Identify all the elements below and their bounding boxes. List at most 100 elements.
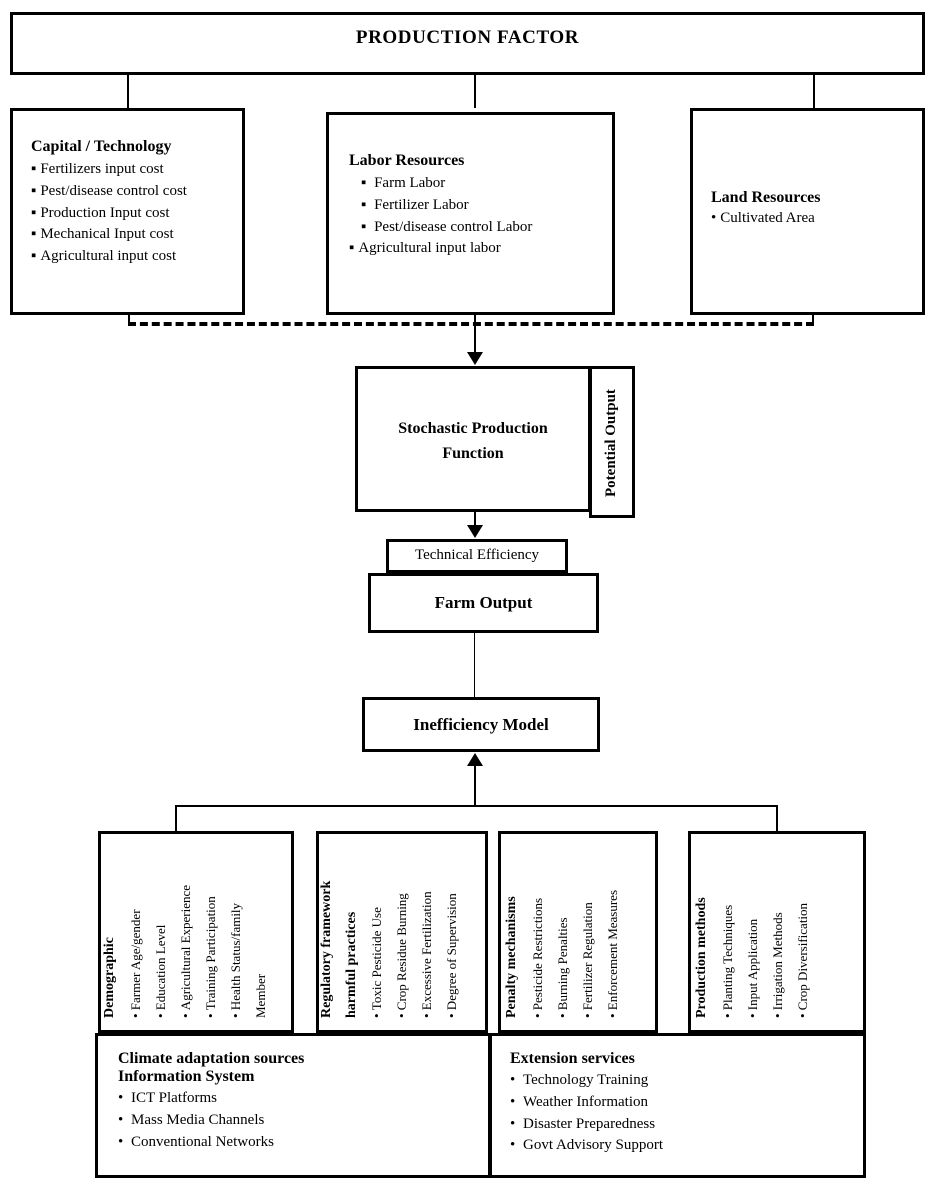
capital-technology-list: ▪Fertilizers input cost ▪Pest/disease co…	[31, 159, 238, 268]
inefficiency-model-box: Inefficiency Model	[362, 697, 600, 752]
potential-output-inner: Potential Output	[592, 369, 632, 515]
climate-adaptation-content: Climate adaptation sources Information S…	[118, 1050, 484, 1153]
arrowhead-to-technical-efficiency	[467, 525, 483, 538]
bullet-icon: •	[369, 1013, 384, 1018]
list-item: • Govt Advisory Support	[510, 1137, 664, 1154]
bullet-icon: •	[580, 1013, 595, 1018]
list-item: ▪Agricultural input labor	[349, 240, 501, 257]
potential-output-label: Potential Output	[603, 389, 619, 497]
penalty-mechanisms-box: Penalty mechanisms • Pesticide Restricti…	[498, 831, 658, 1033]
regulatory-framework-item-3: • Degree of Supervision	[444, 893, 459, 1018]
climate-adaptation-list: • ICT Platforms • Mass Media Channels • …	[118, 1088, 484, 1153]
land-resources-box: Land Resources •Cultivated Area	[690, 108, 925, 315]
connector-title-to-land	[813, 75, 815, 108]
arrowhead-to-inefficiency-model	[467, 753, 483, 766]
connector-bus-to-demographic	[175, 805, 177, 832]
connector-bus-to-production-function	[474, 315, 476, 358]
list-item: ▪Fertilizers input cost	[31, 161, 164, 177]
bullet-icon: •	[203, 1013, 218, 1018]
penalty-mechanisms-header: Penalty mechanisms	[504, 896, 519, 1018]
demographic-item-2: • Agricultural Experience	[178, 884, 193, 1018]
bullet-icon: ▪	[361, 196, 367, 213]
connector-farm-output-to-inefficiency-model	[474, 633, 475, 697]
penalty-mechanisms-item-3: • Enforcement Measures	[605, 889, 620, 1018]
bullet-icon: •	[605, 1013, 620, 1018]
capital-technology-box: Capital / Technology ▪Fertilizers input …	[10, 108, 245, 315]
penalty-mechanisms-item-1: • Burning Penalties	[555, 917, 570, 1018]
bullet-icon: •	[419, 1013, 434, 1018]
production-methods-box: Production methods • Planting Techniques…	[688, 831, 866, 1033]
bullet-icon: ▪	[31, 182, 37, 199]
penalty-mechanisms-item-2: • Fertilizer Regulation	[580, 902, 595, 1018]
demographic-item-3: • Training Participation	[203, 896, 218, 1018]
bullet-icon: •	[510, 1115, 516, 1132]
list-item: ▪Production Input cost	[31, 204, 170, 221]
bullet-icon: •	[745, 1013, 760, 1018]
list-item: • Disaster Preparedness	[510, 1115, 656, 1132]
regulatory-framework-item-1: • Crop Residue Burning	[394, 893, 409, 1018]
bullet-icon: ▪	[361, 218, 367, 235]
list-item: ▪Mechanical Input cost	[31, 226, 174, 243]
production-function-line2: Function	[442, 444, 504, 462]
list-item: ▪Agricultural input cost	[31, 248, 177, 264]
connector-title-to-labor	[474, 75, 476, 108]
list-item: •Cultivated Area	[711, 210, 815, 226]
technical-efficiency-label: Technical Efficiency	[414, 547, 540, 563]
list-item: • Mass Media Channels	[118, 1111, 265, 1128]
connector-capital-to-bus	[128, 315, 130, 324]
connector-title-to-capital	[127, 75, 129, 108]
list-item: ▪Pest/disease control cost	[31, 182, 187, 199]
technical-efficiency-box: Technical Efficiency	[386, 539, 568, 573]
labor-resources-box: Labor Resources ▪ Farm Labor ▪ Fertilize…	[326, 112, 615, 315]
list-item: ▪ Pest/disease control Labor	[361, 218, 533, 235]
bullet-icon: •	[153, 1013, 168, 1018]
regulatory-framework-header-line1: Regulatory framework	[319, 880, 334, 1018]
bullet-icon: ▪	[31, 204, 37, 221]
production-methods-item-2: • Irrigation Methods	[770, 912, 785, 1018]
list-item: ▪ Farm Labor	[361, 175, 446, 191]
determinants-bus	[175, 805, 778, 807]
demographic-header: Demographic	[102, 937, 117, 1018]
list-item: • Conventional Networks	[118, 1133, 274, 1150]
dashed-aggregation-bus	[128, 322, 814, 326]
bullet-icon: •	[530, 1013, 545, 1018]
bullet-icon: ▪	[31, 161, 37, 177]
extension-services-box: Extension services • Technology Training…	[489, 1033, 866, 1178]
production-factor-box: PRODUCTION FACTOR	[10, 12, 925, 75]
production-methods-inner: Production methods • Planting Techniques…	[691, 834, 863, 1030]
production-methods-item-3: • Crop Diversification	[795, 902, 810, 1018]
production-methods-item-1: • Input Application	[745, 918, 760, 1018]
bullet-icon: •	[128, 1013, 143, 1018]
bullet-icon: •	[444, 1013, 459, 1018]
bullet-icon: •	[770, 1013, 785, 1018]
bullet-icon: •	[178, 1013, 193, 1018]
bullet-icon: •	[510, 1072, 516, 1088]
bullet-icon: ▪	[31, 248, 37, 264]
bullet-icon: •	[394, 1013, 409, 1018]
demographic-box: Demographic • Farmer Age/gender • Educat…	[98, 831, 294, 1033]
diagram-title: PRODUCTION FACTOR	[355, 27, 580, 48]
regulatory-framework-item-2: • Excessive Fertilization	[419, 891, 434, 1018]
demographic-item-trailing: Member	[253, 973, 268, 1018]
inefficiency-model-label: Inefficiency Model	[413, 715, 549, 734]
bullet-icon: •	[118, 1133, 124, 1150]
list-item: ▪ Fertilizer Labor	[361, 196, 469, 213]
production-function-line1: Stochastic Production	[398, 420, 548, 437]
bullet-icon: •	[795, 1013, 810, 1018]
demographic-item-0: • Farmer Age/gender	[128, 909, 143, 1018]
capital-technology-content: Capital / Technology ▪Fertilizers input …	[31, 138, 238, 268]
demographic-item-4: • Health Status/family	[228, 902, 243, 1018]
bullet-icon: ▪	[349, 240, 355, 257]
land-resources-content: Land Resources •Cultivated Area	[711, 189, 918, 230]
regulatory-framework-box: Regulatory framework harmful practices •…	[316, 831, 488, 1033]
climate-adaptation-sources-box: Climate adaptation sources Information S…	[95, 1033, 491, 1178]
demographic-item-1: • Education Level	[153, 924, 168, 1018]
labor-resources-header: Labor Resources	[349, 152, 465, 169]
regulatory-framework-item-0: • Toxic Pesticide Use	[369, 907, 384, 1018]
extension-services-header-line1: Extension services	[510, 1050, 635, 1067]
connector-bus-to-production-methods	[776, 805, 778, 832]
bullet-icon: •	[118, 1090, 124, 1106]
penalty-mechanisms-inner: Penalty mechanisms • Pesticide Restricti…	[501, 834, 655, 1030]
land-resources-header: Land Resources	[711, 189, 821, 206]
